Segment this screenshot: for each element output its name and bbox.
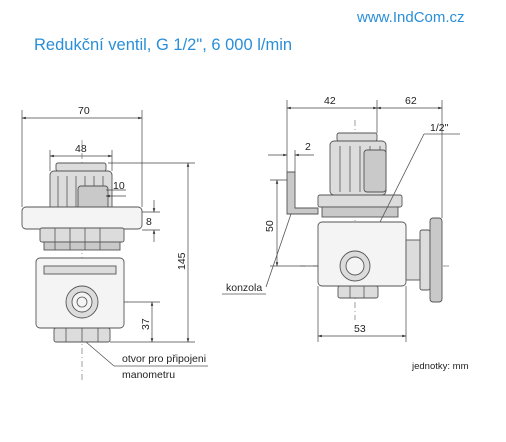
dim-10-label: 10 [113,180,125,192]
front-bracket [21,206,143,230]
dim-70-label: 70 [78,105,90,117]
note-gauge-port-line2: manometru [122,369,175,381]
side-gauge [429,217,443,303]
front-view: 70 48 10 8 145 37 [21,105,208,381]
side-view: 42 62 2 1/2" 50 53 konzola [222,95,460,342]
dim-37-label: 37 [140,318,152,330]
dim-42-label: 42 [324,95,336,107]
dim-8-label: 8 [146,216,152,228]
dim-50-label: 50 [264,220,276,232]
note-gauge-port-line1: otvor pro připojeni [122,353,206,365]
side-bracket [286,171,319,215]
thread-size-label: 1/2" [430,122,449,134]
dim-53-label: 53 [354,323,366,335]
units-note: jednotky: mm [411,361,469,372]
dim-48-label: 48 [75,143,87,155]
dim-2-label: 2 [305,141,311,153]
dim-62-label: 62 [405,95,417,107]
page-title: Redukční ventil, G 1/2", 6 000 l/min [34,36,293,54]
website-link[interactable]: www.IndCom.cz [357,9,465,26]
dim-145-label: 145 [176,252,188,270]
bracket-label: konzola [226,282,262,294]
